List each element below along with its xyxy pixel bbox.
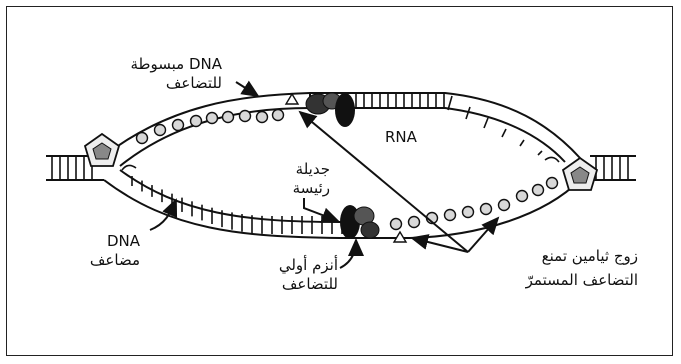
nucleotide-bead xyxy=(479,202,493,216)
nucleotide-bead xyxy=(497,198,511,212)
main-strand-label: جديلة رئيسة xyxy=(258,160,330,198)
nucleotide-bead xyxy=(238,109,252,123)
unwound-dna-line-1: DNA مبسوطة xyxy=(130,55,223,73)
pointer-arrows xyxy=(149,80,500,269)
nucleotide-bead xyxy=(135,131,149,145)
nucleotide-bead xyxy=(545,176,559,190)
right-dna-stub xyxy=(590,155,636,181)
nucleotide-bead xyxy=(407,215,421,229)
primase-line-1: أنزم أولي xyxy=(278,256,338,274)
nucleotide-beads xyxy=(135,108,559,231)
nucleotide-bead xyxy=(255,110,269,124)
thymine-pair-line-2: التضاعف المستمرّ xyxy=(525,271,638,289)
base-pair-rung xyxy=(447,95,453,111)
nucleotide-bead xyxy=(171,118,185,132)
copied-dna-label: DNA مضاعف xyxy=(56,232,140,270)
unwound-dna-label: DNA مبسوطة للتضاعف xyxy=(82,55,223,93)
nucleotide-bead xyxy=(221,110,235,124)
base-pair-rung xyxy=(501,128,507,138)
upper-polymerase-complex xyxy=(284,92,355,127)
nucleotide-bead xyxy=(153,123,167,137)
nucleotide-bead xyxy=(515,189,529,203)
thymine-pair-line-1: زوج ثيامين تمنع xyxy=(541,247,638,265)
main-strand-line-1: جديلة xyxy=(295,160,330,178)
nucleotide-bead xyxy=(461,205,475,219)
base-pair-rung xyxy=(519,139,525,147)
left-fork-protein xyxy=(83,132,121,167)
unwound-dna-line-2: للتضاعف xyxy=(165,74,222,92)
upper-strands xyxy=(103,92,581,167)
base-pair-rung xyxy=(537,150,543,156)
nucleotide-bead xyxy=(389,217,403,231)
figure-frame xyxy=(6,6,673,356)
copied-dna-line-1: DNA xyxy=(106,232,140,250)
primase-line-2: للتضاعف xyxy=(281,275,338,293)
thymine-pair-label: زوج ثيامين تمنع التضاعف المستمرّ xyxy=(460,244,638,292)
nucleotide-bead xyxy=(189,114,203,128)
primase-label: أنزم أولي للتضاعف xyxy=(232,256,338,294)
nucleotide-bead xyxy=(443,208,457,222)
base-pair-rung xyxy=(465,106,471,120)
nucleotide-bead xyxy=(205,111,219,125)
helix-twists xyxy=(121,156,560,171)
copied-dna-line-2: مضاعف xyxy=(89,251,140,269)
right-fork-protein xyxy=(561,156,599,191)
main-strand-line-2: رئيسة xyxy=(292,179,330,197)
nucleotide-bead xyxy=(271,108,285,122)
base-pair-rung xyxy=(483,117,489,129)
nucleotide-bead xyxy=(531,183,545,197)
lower-polymerase-complex xyxy=(340,205,408,243)
rna-label: RNA xyxy=(385,128,417,146)
